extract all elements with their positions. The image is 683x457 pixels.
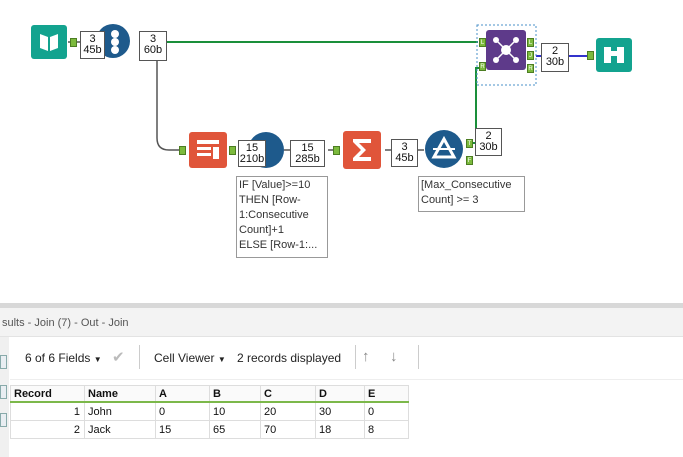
record-count-badge: 2 30b [475, 128, 502, 156]
column-header[interactable]: D [315, 385, 365, 403]
table-cell[interactable]: 70 [260, 420, 316, 439]
badge-count: 15 [245, 142, 259, 154]
table-cell[interactable]: 10 [209, 401, 261, 421]
results-title: sults - Join (7) - Out - Join [2, 317, 129, 329]
table-header-row: Record Name A B C D E [10, 385, 409, 403]
table-cell[interactable]: 30 [315, 401, 365, 421]
multirow-input-anchor[interactable] [179, 146, 186, 155]
join-join-output-anchor[interactable]: J [527, 51, 534, 60]
table-cell[interactable]: 8 [364, 420, 409, 439]
input-book-icon [40, 34, 58, 51]
cell-viewer-dropdown[interactable]: Cell Viewer ▼ [154, 351, 226, 365]
badge-count: 15 [301, 142, 314, 154]
metadata-view-icon[interactable] [0, 385, 7, 399]
column-header[interactable]: B [209, 385, 261, 403]
input-out-anchor[interactable] [70, 38, 77, 47]
column-header[interactable]: C [260, 385, 316, 403]
arrow-down-icon[interactable]: ↓ [390, 348, 398, 365]
filter-false-anchor[interactable]: F [466, 156, 473, 165]
badge-count: 3 [149, 33, 157, 45]
results-splitter[interactable] [0, 303, 683, 308]
summarize-tool[interactable] [343, 131, 381, 169]
cell-viewer-label: Cell Viewer [154, 351, 215, 365]
table-cell[interactable]: 0 [364, 401, 409, 421]
join-icon [493, 37, 519, 63]
table-row[interactable]: 1 John 0 10 20 30 0 [10, 401, 409, 421]
record-count-badge: 2 30b [541, 43, 569, 72]
results-side-strip [0, 337, 9, 457]
multi-row-formula-icon [197, 140, 219, 159]
toolbar-divider [355, 345, 356, 369]
browse-binoculars-icon [604, 47, 624, 63]
table-cell[interactable]: Jack [84, 420, 156, 439]
multi-row-formula-tool[interactable] [189, 132, 227, 168]
column-header[interactable]: E [364, 385, 409, 403]
record-count-badge: 3 60b [139, 31, 167, 61]
record-count-badge: 3 45b [80, 31, 105, 59]
badge-size: 210b [239, 153, 265, 165]
fields-label: 6 of 6 Fields [25, 351, 91, 365]
record-count-badge: 15 210b [238, 140, 266, 167]
table-view-icon[interactable] [0, 355, 7, 369]
badge-size: 30b [479, 141, 498, 153]
table-row[interactable]: 2 Jack 15 65 70 18 8 [10, 420, 409, 439]
table-cell[interactable]: 2 [10, 420, 85, 439]
summarize-input-anchor[interactable] [333, 146, 340, 155]
record-count-badge: 3 45b [391, 139, 418, 167]
toolbar-divider [418, 345, 419, 369]
results-header: sults - Join (7) - Out - Join [0, 308, 683, 337]
select-icon [111, 30, 119, 54]
filter-true-anchor[interactable]: T [466, 139, 473, 148]
chevron-down-icon: ▼ [93, 355, 102, 364]
browse-input-anchor[interactable] [587, 51, 594, 60]
table-cell[interactable]: 20 [260, 401, 316, 421]
table-cell[interactable]: 0 [155, 401, 210, 421]
summarize-sigma-icon [353, 139, 371, 161]
wire-select-to-multirow [156, 60, 180, 151]
records-count-label: 2 records displayed [237, 351, 342, 365]
column-header[interactable]: Record [10, 385, 85, 403]
table-cell[interactable]: 18 [315, 420, 365, 439]
filter-annotation: [Max_Consecutive Count] >= 3 [418, 176, 525, 212]
input-data-tool[interactable] [31, 25, 67, 59]
join-right-output-anchor[interactable]: R [527, 64, 534, 73]
multirow-output-anchor[interactable] [229, 146, 236, 155]
join-right-input-anchor[interactable]: R [479, 62, 486, 71]
results-panel: sults - Join (7) - Out - Join 6 of 6 Fie… [0, 308, 683, 457]
column-header[interactable]: Name [84, 385, 156, 403]
workflow-canvas[interactable]: 3 45b 3 60b L R L J R 2 30b [0, 0, 683, 303]
badge-size: 60b [143, 44, 163, 56]
apply-checkmark-icon[interactable]: ✔ [112, 349, 125, 366]
arrow-up-icon[interactable]: ↑ [362, 348, 370, 365]
table-cell[interactable]: 65 [209, 420, 261, 439]
column-header[interactable]: A [155, 385, 210, 403]
join-selection-box [476, 24, 537, 86]
badge-count: 3 [89, 33, 96, 45]
badge-size: 285b [295, 153, 320, 165]
filter-icon [431, 135, 457, 159]
badge-size: 30b [545, 56, 565, 68]
record-count-badge: 15 285b [290, 140, 325, 167]
filter-tool[interactable] [425, 130, 463, 168]
join-tool[interactable] [486, 30, 526, 70]
table-cell[interactable]: 1 [10, 401, 85, 421]
results-table: Record Name A B C D E 1 John 0 10 20 30 … [10, 385, 409, 439]
join-left-input-anchor[interactable]: L [479, 38, 486, 47]
table-cell[interactable]: 15 [155, 420, 210, 439]
browse-tool[interactable] [596, 38, 632, 72]
search-view-icon[interactable] [0, 413, 7, 427]
badge-size: 45b [395, 152, 414, 164]
fields-dropdown[interactable]: 6 of 6 Fields ▼ [25, 351, 102, 365]
badge-count: 2 [485, 130, 492, 142]
toolbar-divider [139, 345, 140, 369]
table-cell[interactable]: John [84, 401, 156, 421]
wire-filter-to-join [470, 67, 480, 144]
results-toolbar: 6 of 6 Fields ▼ ✔ Cell Viewer ▼ 2 record… [10, 337, 683, 380]
join-left-output-anchor[interactable]: L [527, 38, 534, 47]
badge-size: 45b [83, 44, 102, 56]
multirow-annotation: IF [Value]>=10 THEN [Row- 1:Consecutive … [236, 176, 328, 258]
chevron-down-icon: ▼ [217, 355, 226, 364]
badge-count: 2 [551, 45, 559, 57]
badge-count: 3 [401, 141, 408, 153]
